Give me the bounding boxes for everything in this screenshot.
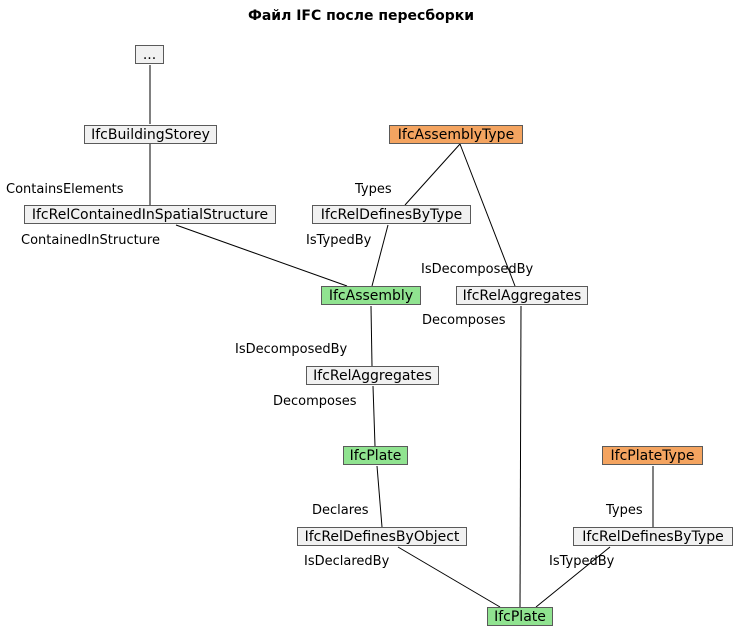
label-declares: Declares — [312, 503, 369, 518]
edge-assembly-relagg1 — [370, 305, 373, 367]
label-decomposes-1: Decomposes — [273, 394, 357, 409]
edge-reldefobj-plate2 — [397, 546, 501, 608]
edge-relagg1-plate1 — [372, 385, 376, 447]
label-is-decomposed-by-2: IsDecomposedBy — [421, 262, 534, 277]
node-ifc-plate-2: IfcPlate — [487, 607, 553, 626]
node-ifc-rel-contained-in-spatial-structure: IfcRelContainedInSpatialStructure — [24, 205, 276, 224]
node-ifc-rel-defines-by-type-1: IfcRelDefinesByType — [312, 205, 471, 224]
label-is-decomposed-by-1: IsDecomposedBy — [235, 342, 348, 357]
edge-plate1-reldefobj — [376, 465, 383, 528]
edge-assemblytype-reltype1 — [404, 143, 461, 206]
node-ifc-assembly-type: IfcAssemblyType — [389, 125, 523, 144]
label-is-typed-by-1: IsTypedBy — [306, 233, 372, 248]
diagram-title: Файл IFC после пересборки — [247, 8, 475, 24]
node-ifc-assembly: IfcAssembly — [321, 286, 421, 305]
node-ifc-rel-defines-by-object: IfcRelDefinesByObject — [297, 527, 467, 546]
edge-relagg2-plate2 — [519, 305, 522, 608]
node-ifc-plate-type: IfcPlateType — [602, 446, 703, 465]
node-ifc-building-storey: IfcBuildingStorey — [84, 125, 217, 144]
node-ifc-rel-aggregates-1: IfcRelAggregates — [306, 366, 439, 385]
edge-assemblytype-relagg2 — [459, 143, 516, 287]
label-contained-in-structure: ContainedInStructure — [21, 233, 160, 248]
edge-relcontained-assembly — [175, 224, 348, 287]
label-types-1: Types — [355, 182, 392, 197]
edge-reltype2-plate2 — [535, 546, 611, 608]
node-ifc-rel-defines-by-type-2: IfcRelDefinesByType — [573, 527, 733, 546]
label-contains-elements: ContainsElements — [6, 182, 124, 197]
node-ifc-rel-aggregates-2: IfcRelAggregates — [456, 286, 588, 305]
edge-reltype1-assembly — [371, 224, 389, 287]
node-ellipsis: ... — [135, 45, 164, 64]
label-decomposes-2: Decomposes — [422, 313, 506, 328]
node-ifc-plate-1: IfcPlate — [343, 446, 408, 465]
label-is-typed-by-2: IsTypedBy — [549, 554, 615, 569]
label-is-declared-by: IsDeclaredBy — [304, 554, 390, 569]
label-types-2: Types — [606, 503, 643, 518]
